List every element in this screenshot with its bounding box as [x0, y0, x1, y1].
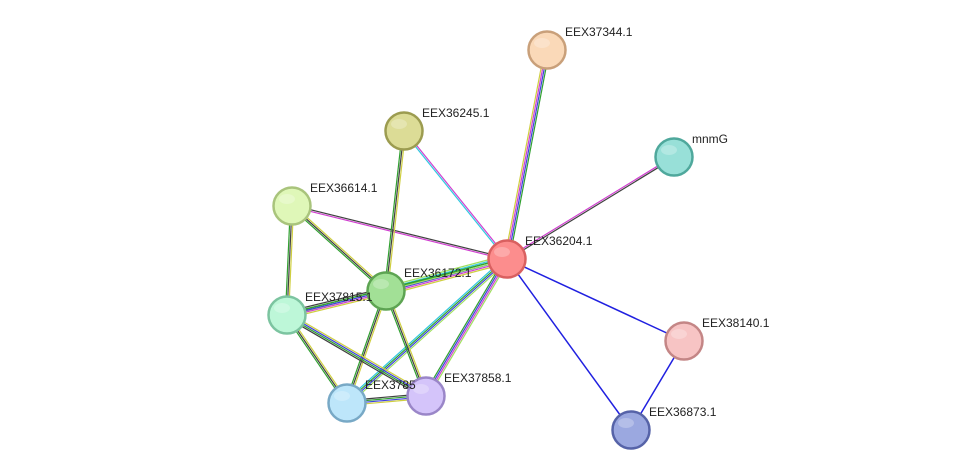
edge-strand [344, 256, 506, 402]
edge-strand [423, 257, 506, 396]
edge-strand [506, 258, 632, 431]
edge-strand [287, 313, 427, 396]
label-layer: EEX36204.1 EEX37344.1 mnmG EEX36245.1EEX366… [305, 25, 770, 419]
node-eex36204-1[interactable] [487, 239, 527, 279]
edge-eex36204-1-eex36245-1 [402, 130, 509, 260]
edge-strand [507, 50, 549, 260]
node-circle[interactable] [611, 410, 651, 450]
edge-strand [292, 204, 388, 291]
edge-eex36204-1-mnmg [506, 155, 675, 261]
edge-strand [385, 256, 507, 290]
edge-strand [507, 157, 675, 261]
node-circle[interactable] [527, 30, 567, 70]
edge-strand [386, 260, 508, 294]
edge-strand [427, 259, 510, 398]
node-label-eex38140-1: EEX38140.1 [702, 316, 770, 330]
edge-eex36204-1-eex37344-1 [504, 49, 550, 260]
node-label-eex36204-1: EEX36204.1 [525, 234, 593, 248]
node-eex38140-1[interactable] [664, 321, 704, 361]
edge-strand [506, 258, 685, 342]
node-mnmg[interactable] [654, 137, 694, 177]
edge-strand [386, 262, 509, 296]
edge-eex37815-1-eex37858-1 [285, 312, 428, 399]
node-eex3785x[interactable] [327, 383, 367, 423]
node-highlight [661, 145, 677, 155]
node-highlight [413, 384, 429, 394]
node-label-eex37858-1: EEX37858.1 [444, 371, 512, 385]
edge-strand [385, 130, 405, 292]
node-label-mnmg: mnmG [692, 132, 728, 146]
node-label-eex36172-1: EEX36172.1 [404, 266, 472, 280]
edge-strand [386, 131, 407, 292]
edge-strand [287, 312, 428, 395]
node-highlight [334, 391, 350, 401]
node-label-eex36245-1: EEX36245.1 [422, 106, 490, 120]
node-label-eex37815-1: EEX37815.1 [305, 290, 373, 304]
edge-strand [292, 204, 508, 259]
edge-eex36204-1-eex36614-1 [291, 204, 508, 261]
edge-strand [285, 316, 426, 399]
node-highlight [274, 303, 290, 313]
node-highlight [373, 279, 389, 289]
edge-eex36204-1-eex36873-1 [506, 258, 632, 431]
edge-strand [505, 49, 547, 259]
edge-strand [426, 259, 509, 397]
edge-strand [424, 258, 507, 396]
node-highlight [671, 329, 687, 339]
node-circle[interactable] [366, 271, 406, 311]
node-label-eex3785x: EEX3785 [365, 378, 416, 392]
edge-strand [348, 260, 510, 406]
node-circle[interactable] [267, 295, 307, 335]
edge-eex36204-1-eex3785x [344, 256, 510, 406]
node-layer [267, 30, 704, 450]
edge-strand [291, 206, 507, 261]
edge-eex36614-1-eex36172-1 [290, 204, 388, 293]
node-eex36614-1[interactable] [272, 186, 312, 226]
edge-strand [402, 131, 507, 260]
node-label-eex36614-1: EEX36614.1 [310, 181, 378, 195]
edge-eex36172-1-eex3785x [344, 290, 389, 404]
edge-eex36204-1-eex38140-1 [506, 258, 685, 342]
edge-strand [508, 50, 550, 260]
node-circle[interactable] [384, 111, 424, 151]
edge-strand [290, 206, 386, 293]
edge-strand [504, 49, 546, 259]
node-highlight [391, 119, 407, 129]
node-eex37858-1[interactable] [406, 376, 446, 416]
node-label-eex37344-1: EEX37344.1 [565, 25, 633, 39]
node-eex36873-1[interactable] [611, 410, 651, 450]
edge-strand [346, 257, 507, 403]
edge-strand [346, 290, 387, 404]
node-eex37344-1[interactable] [527, 30, 567, 70]
edge-strand [506, 155, 674, 259]
edge-strand [286, 315, 426, 398]
edge-strand [291, 205, 387, 292]
edge-strand [404, 130, 509, 259]
node-circle[interactable] [487, 239, 527, 279]
node-label-eex36873-1: EEX36873.1 [649, 405, 717, 419]
edge-strand [383, 130, 404, 291]
node-eex36245-1[interactable] [384, 111, 424, 151]
node-highlight [534, 38, 550, 48]
edge-strand [344, 290, 386, 403]
node-circle[interactable] [327, 383, 367, 423]
node-eex36172-1[interactable] [366, 271, 406, 311]
node-highlight [618, 418, 634, 428]
node-circle[interactable] [654, 137, 694, 177]
edge-eex36245-1-eex36172-1 [383, 130, 407, 292]
node-circle[interactable] [664, 321, 704, 361]
edge-eex36204-1-eex37858-1 [423, 257, 510, 398]
node-eex37815-1[interactable] [267, 295, 307, 335]
node-circle[interactable] [406, 376, 446, 416]
node-circle[interactable] [272, 186, 312, 226]
edge-strand [347, 291, 389, 404]
node-highlight [279, 194, 295, 204]
edge-strand [347, 259, 508, 405]
node-highlight [494, 247, 510, 257]
edge-strand [384, 254, 507, 288]
